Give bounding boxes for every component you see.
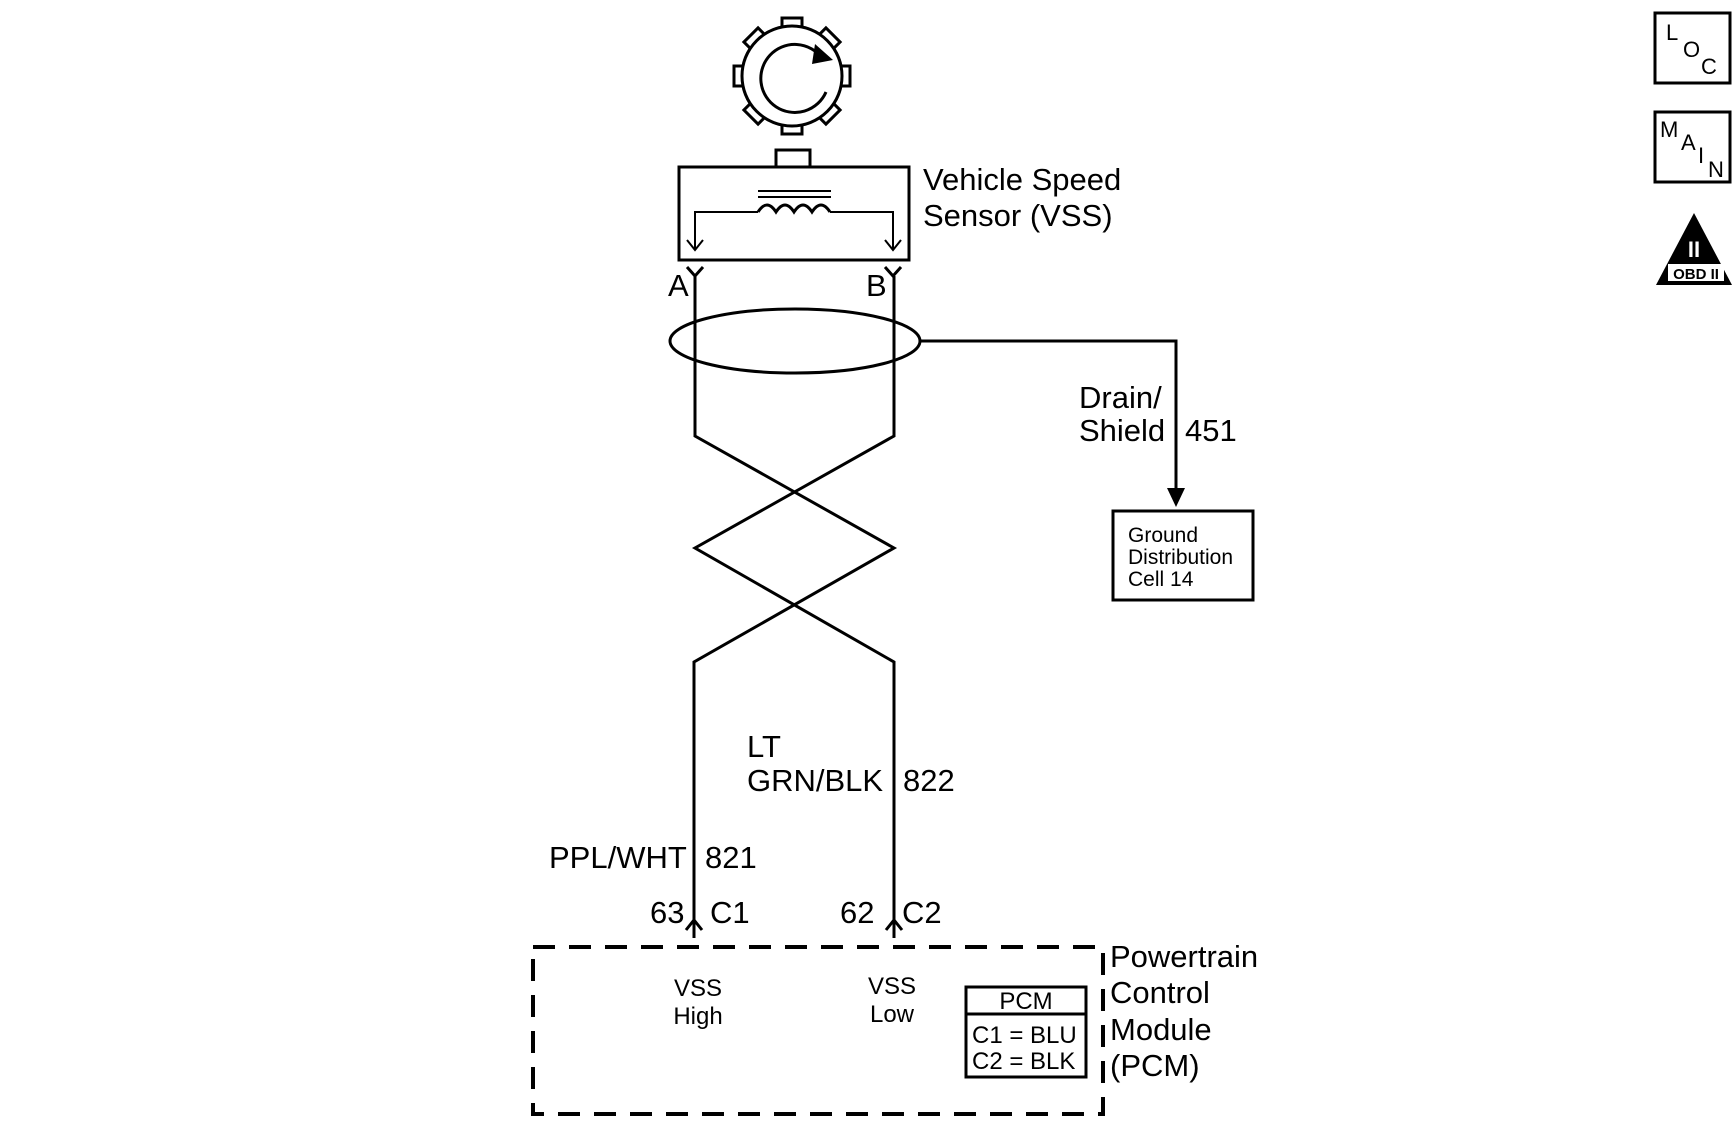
- ground-line2: Distribution: [1128, 546, 1233, 569]
- pcm-vss-low-line2: Low: [870, 1001, 915, 1028]
- ground-line3: Cell 14: [1128, 568, 1194, 591]
- pcm-vss-high-line2: High: [673, 1003, 722, 1030]
- high-wire-color: PPL/WHT: [549, 840, 687, 875]
- sensor-tip: [774, 148, 812, 169]
- pcm-name-line3: Module: [1110, 1012, 1212, 1047]
- loc-nav-button[interactable]: L O C: [1653, 11, 1732, 85]
- pin-b-terminal: [883, 266, 903, 279]
- pin-a-label: A: [668, 268, 689, 303]
- main-nav-button[interactable]: M A I N: [1653, 110, 1732, 184]
- obd-ii-icon[interactable]: II OBD II: [1656, 213, 1732, 285]
- pcm-name-line1: Powertrain: [1110, 939, 1258, 974]
- pcm-connector-table: [964, 985, 1088, 1079]
- shield-label-line1: Drain/: [1079, 380, 1162, 415]
- c1-connector: C1: [710, 895, 750, 930]
- pcm-name-line2: Control: [1110, 975, 1210, 1010]
- c2-connector: C2: [902, 895, 942, 930]
- c2-terminal: [884, 917, 904, 931]
- ground-distribution-box: [1111, 509, 1255, 602]
- main-letter-m: M: [1660, 117, 1678, 142]
- reluctor-wheel-icon: [732, 16, 852, 136]
- low-wire-circuit: 822: [903, 763, 955, 798]
- low-wire-color-line1: LT: [747, 729, 781, 764]
- loc-letter-c: C: [1701, 54, 1717, 79]
- main-letter-i: I: [1698, 143, 1704, 168]
- high-wire-circuit: 821: [705, 840, 757, 875]
- shield-circuit: 451: [1185, 413, 1237, 448]
- pin-b-label: B: [866, 268, 887, 303]
- c2-pin: 62: [840, 895, 874, 930]
- ground-line1: Ground: [1128, 524, 1198, 547]
- pcm-vss-low-line1: VSS: [868, 973, 916, 1000]
- pin-a-terminal: [685, 266, 705, 279]
- obd-label: OBD II: [1673, 266, 1719, 283]
- pcm-table-row2: C2 = BLK: [972, 1048, 1075, 1075]
- sensor-name-line2: Sensor (VSS): [923, 198, 1113, 233]
- main-letter-a: A: [1681, 130, 1696, 155]
- pcm-name-line4: (PCM): [1110, 1048, 1200, 1083]
- pcm-box: [531, 945, 1105, 1116]
- sensor-name-line1: Vehicle Speed: [923, 162, 1121, 197]
- pcm-table-title: PCM: [999, 988, 1052, 1015]
- shield-ellipse: [668, 307, 922, 375]
- drain-arrow: [1167, 488, 1185, 507]
- low-wire-color-line2: GRN/BLK: [747, 763, 883, 798]
- c1-terminal: [684, 917, 704, 931]
- drain-wire: [920, 339, 1178, 490]
- shield-label-line2: Shield: [1079, 413, 1165, 448]
- pcm-vss-high-line1: VSS: [674, 975, 722, 1002]
- loc-letter-l: L: [1666, 20, 1678, 45]
- twisted-pair-wires: [691, 276, 898, 938]
- vehicle-speed-sensor: [677, 165, 911, 262]
- obd-numeral: II: [1688, 237, 1700, 262]
- pcm-table-row1: C1 = BLU: [972, 1022, 1077, 1049]
- c1-pin: 63: [650, 895, 684, 930]
- loc-letter-o: O: [1683, 37, 1700, 62]
- main-letter-n: N: [1708, 157, 1724, 182]
